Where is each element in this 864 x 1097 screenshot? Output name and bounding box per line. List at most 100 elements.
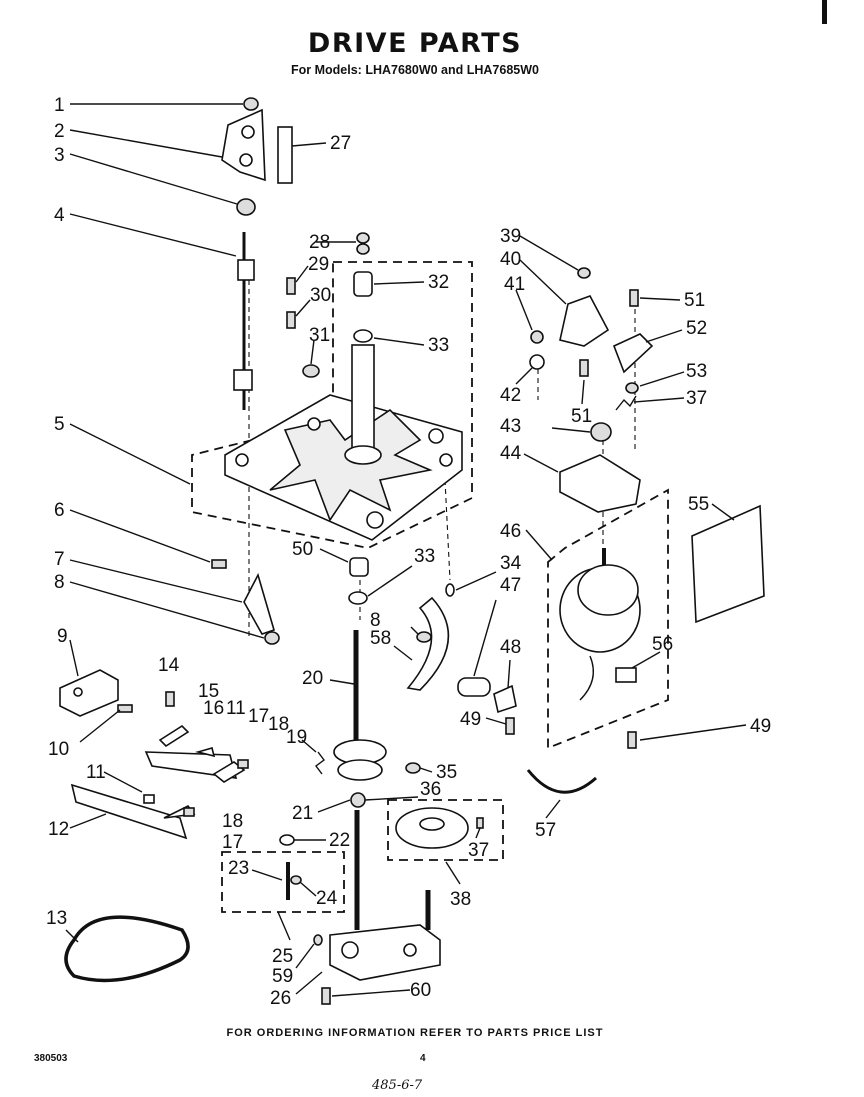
part-11-clip	[194, 747, 216, 758]
part-29-screw	[286, 277, 296, 295]
callout-26: 26	[270, 988, 291, 1009]
callout-49-left: 49	[460, 709, 481, 730]
callout-12: 12	[48, 819, 69, 840]
part-9-block	[59, 669, 119, 717]
callout-30: 30	[310, 285, 331, 306]
callout-2: 2	[54, 121, 65, 142]
part-49-screw-right	[627, 731, 637, 749]
callout-7: 7	[54, 549, 65, 570]
part-56-switch	[615, 667, 637, 683]
callout-41: 41	[504, 274, 525, 295]
callout-38: 38	[450, 889, 471, 910]
part-51-screw-right	[629, 289, 639, 307]
callout-39: 39	[500, 226, 521, 247]
part-34-clip	[445, 583, 455, 597]
callout-19: 19	[286, 727, 307, 748]
callout-42: 42	[500, 385, 521, 406]
footer-handwritten-note: 485-6-7	[372, 1078, 423, 1093]
part-7-brace	[243, 572, 275, 635]
callout-60: 60	[410, 980, 431, 1001]
callout-17-lower: 17	[222, 832, 243, 853]
part-31-nut	[302, 364, 320, 378]
part-8-nut	[264, 631, 280, 645]
part-19-spring	[315, 751, 325, 775]
callout-22: 22	[329, 830, 350, 851]
part-47-capacitor	[457, 677, 491, 697]
callout-47: 47	[500, 575, 521, 596]
part-18-screw	[237, 759, 249, 769]
callout-48: 48	[500, 637, 521, 658]
part-32-bushing	[353, 271, 373, 297]
part-52-clip	[612, 333, 654, 374]
part-30-screw	[286, 311, 296, 329]
part-53-nut	[625, 382, 639, 394]
part-36-pulley	[395, 807, 469, 849]
callout-32: 32	[428, 272, 449, 293]
callout-35: 35	[436, 762, 457, 783]
part-50-bushing	[349, 557, 369, 577]
part-44-motor-mount	[559, 454, 641, 513]
callout-27: 27	[330, 133, 351, 154]
callout-28: 28	[309, 232, 330, 253]
callout-24: 24	[316, 888, 338, 909]
part-24-clip	[290, 875, 302, 885]
part-6-bolt	[211, 559, 227, 569]
callout-16: 16	[203, 698, 224, 719]
part-10-screw	[117, 704, 133, 713]
part-41-nut	[530, 330, 544, 344]
callout-6: 6	[54, 500, 65, 521]
part-43-grommet	[590, 422, 612, 442]
callout-18-upper: 18	[268, 714, 289, 735]
callout-1: 1	[54, 95, 65, 116]
callout-14: 14	[158, 655, 180, 676]
callout-49-right: 49	[750, 716, 771, 737]
part-5-mounting-plate	[224, 344, 463, 541]
callout-4: 4	[54, 205, 65, 226]
part-49-screw	[505, 717, 515, 735]
part-15-spring	[158, 724, 190, 748]
callout-11-lower: 11	[86, 762, 106, 783]
part-13-belt	[64, 915, 190, 983]
part-2-bracket	[221, 108, 266, 182]
part-8-nut-right	[416, 631, 432, 643]
callout-37-lower: 37	[468, 840, 489, 861]
callout-5: 5	[54, 414, 65, 435]
callout-51-lower: 51	[571, 406, 592, 427]
motor-wire	[579, 655, 594, 701]
part-22-washer	[279, 834, 295, 846]
callout-21: 21	[292, 803, 313, 824]
part-17-bracket	[212, 761, 246, 783]
pin-assembly-box	[221, 851, 345, 913]
callout-3: 3	[54, 145, 65, 166]
callout-29: 29	[308, 254, 329, 275]
part-48-clip	[493, 684, 517, 714]
page-subtitle: For Models: LHA7680W0 and LHA7685W0	[291, 63, 539, 77]
motor-assembly-box	[547, 488, 669, 750]
callout-34: 34	[500, 553, 522, 574]
part-28-nut	[356, 232, 370, 244]
part-58-strap	[406, 596, 450, 691]
callout-25: 25	[272, 946, 293, 967]
part-59-clip	[313, 934, 323, 946]
callout-13: 13	[46, 908, 67, 929]
page-title: DRIVE PARTS	[307, 28, 523, 59]
callout-18-lower: 18	[222, 811, 243, 832]
callout-8-left: 8	[54, 572, 65, 593]
part-39-nut	[577, 267, 591, 279]
pulley-assembly-box	[387, 799, 504, 861]
callout-44: 44	[500, 443, 522, 464]
callout-57: 57	[535, 820, 556, 841]
callout-43: 43	[500, 416, 521, 437]
part-11-clip-lower	[143, 794, 155, 804]
callout-51-right: 51	[684, 290, 705, 311]
leader-lines	[65, 103, 747, 997]
part-35-nut	[405, 762, 421, 774]
part-3-bushing	[236, 198, 256, 216]
part-37-screw	[476, 817, 484, 829]
part-1-nut	[243, 97, 259, 111]
part-42-bushing	[529, 354, 545, 370]
part-16-bar	[144, 751, 238, 779]
clutch-assembly	[333, 739, 387, 781]
callout-15: 15	[198, 681, 219, 702]
part-51-screw	[579, 359, 589, 377]
